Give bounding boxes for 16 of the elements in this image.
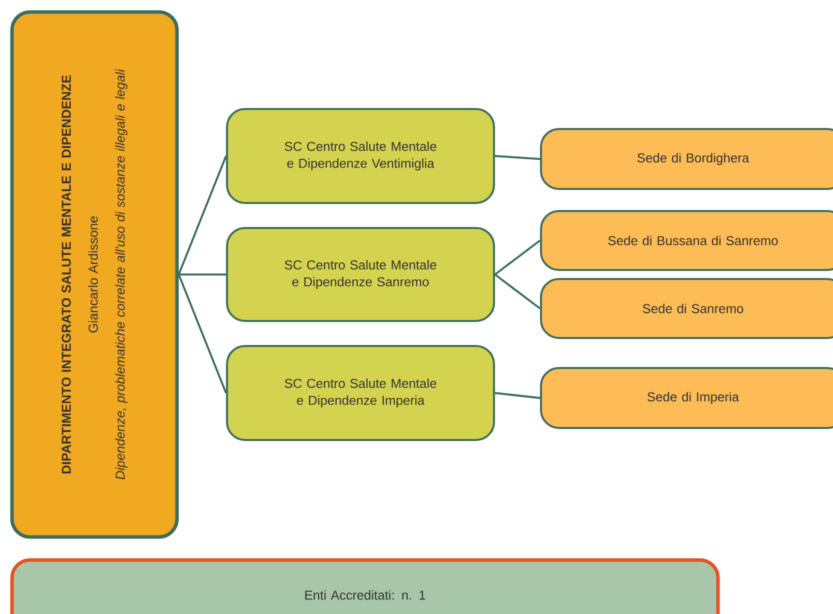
site-box: Sede di Sanremo <box>540 278 833 339</box>
unit-box: SC Centro Salute Mentale e Dipendenze Ventimiglia <box>226 108 495 204</box>
accredited-box: Enti Accreditati: n. 1 <box>10 558 720 614</box>
connector-line <box>494 155 540 160</box>
connector-line <box>494 240 541 276</box>
connector-line <box>494 392 540 399</box>
connector-line <box>178 274 227 394</box>
site-box: Sede di Bordighera <box>540 128 833 190</box>
site-box: Sede di Bussana di Sanremo <box>540 210 833 271</box>
connector-line <box>178 156 227 275</box>
department-box: DIPARTIMENTO INTEGRATO SALUTE MENTALE E DIPENDENZE Giancarlo Ardissone Dipendenze, problematiche correlate all'uso di sostanze illegali e legali <box>10 10 179 539</box>
connector-line <box>494 274 541 310</box>
unit-box: SC Centro Salute Mentale e Dipendenze Imperia <box>226 345 495 441</box>
unit-box: SC Centro Salute Mentale e Dipendenze Sanremo <box>226 227 495 322</box>
site-box: Sede di Imperia <box>540 367 833 429</box>
connector-line <box>178 274 226 276</box>
